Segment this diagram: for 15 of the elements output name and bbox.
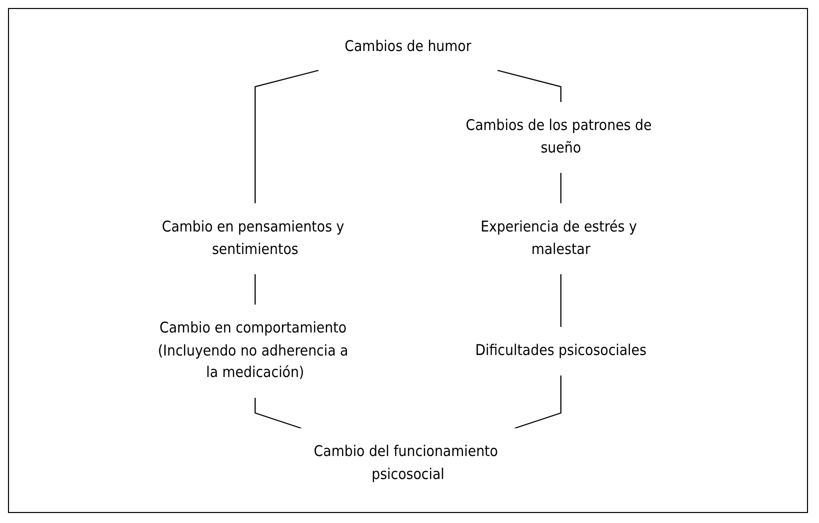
connector: [497, 69, 562, 102]
connector: [560, 172, 562, 203]
node-text: Cambios de los patrones de sueño: [466, 116, 652, 156]
connector: [254, 397, 302, 428]
connector: [514, 374, 562, 428]
node-text: Dificultades psicosociales: [475, 341, 646, 359]
node-text: Cambio del funcionamiento psicosocial: [314, 442, 498, 482]
node-text: Cambio en pensamientos y sentimientos: [162, 218, 344, 258]
connector: [560, 274, 562, 326]
node-text: Cambio en comportamiento (Incluyendo no adherencia a la medicación): [158, 319, 348, 382]
diagram-frame: Cambios de humor Cambios de los patrones de sueño Cambio en pensamientos y sentimientos Experiencia de estrés y malestar Cambio en comportamiento (Incluyendo no adherencia a la medicación) Dificultades psicosociales Cambio del funcionamiento psicosocial: [8, 8, 808, 513]
connector: [254, 274, 256, 304]
node-text: Cambios de humor: [344, 37, 472, 55]
node-text: Experiencia de estrés y malestar: [480, 218, 637, 258]
connector: [254, 69, 319, 203]
